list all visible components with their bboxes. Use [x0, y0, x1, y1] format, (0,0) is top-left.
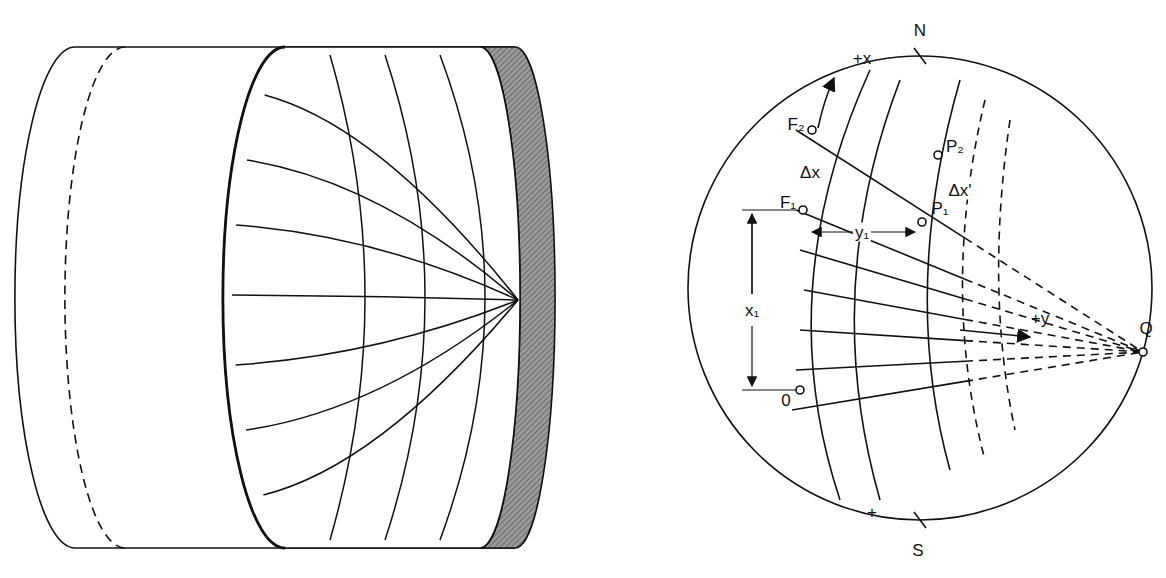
- globe-gridline: [246, 300, 518, 430]
- globe-gridline: [232, 295, 518, 300]
- point-label: F₁: [780, 194, 796, 211]
- point-label: Q: [1139, 320, 1152, 337]
- projection-circle: [688, 48, 1152, 528]
- point-label: P₁: [931, 200, 948, 217]
- parallel-line: [965, 319, 1143, 352]
- increment-label: Δx: [798, 163, 822, 182]
- south-label: S: [912, 542, 923, 559]
- cylinder-globe: [15, 47, 555, 548]
- parallel-line: [965, 341, 1143, 352]
- point-label: P₂: [946, 138, 964, 155]
- globe-gridline: [385, 55, 425, 540]
- parallel-line: [965, 238, 1143, 352]
- parallel-line: [965, 299, 1143, 352]
- point-label: 0: [781, 392, 790, 409]
- axis-label: +y: [1031, 310, 1049, 327]
- parallel-line: [796, 210, 965, 279]
- globe-gridline: [330, 55, 365, 540]
- parallel-line: [965, 352, 1143, 381]
- parallel-line: [796, 361, 965, 370]
- globe-gridline: [236, 225, 518, 300]
- dimension-label: x₁: [743, 301, 761, 320]
- parallel-line: [792, 381, 965, 410]
- parallel-line: [965, 352, 1143, 361]
- parallel-line: [800, 330, 965, 341]
- parallel-line: [796, 130, 965, 238]
- axis-label: +: [867, 504, 877, 521]
- point-label: F₂: [788, 116, 805, 133]
- globe-gridline: [440, 55, 485, 540]
- dimension-label: y₁: [853, 223, 871, 242]
- axis-label: +x: [853, 50, 871, 67]
- globe-gridline: [263, 300, 518, 495]
- north-label: N: [914, 22, 926, 39]
- parallel-line: [804, 290, 965, 319]
- parallel-line: [965, 279, 1143, 352]
- parallel-line: [800, 250, 965, 299]
- increment-label: Δx': [946, 181, 973, 200]
